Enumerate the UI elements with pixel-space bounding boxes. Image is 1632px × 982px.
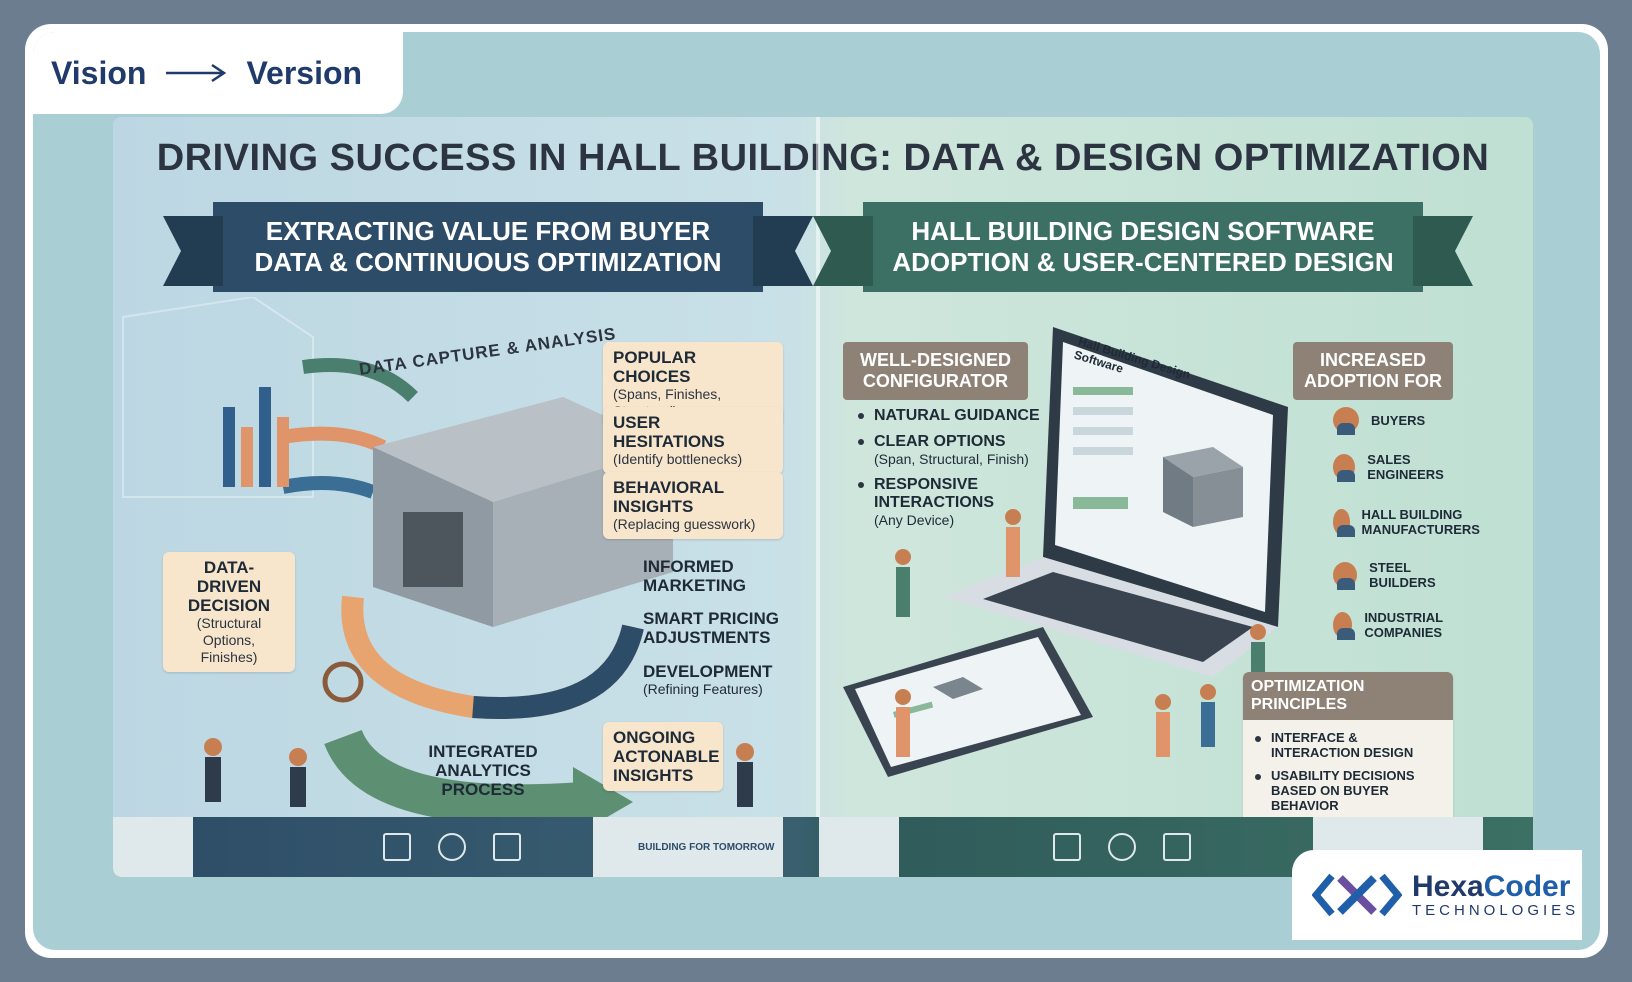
callout-title: POPULAR CHOICES [613,348,697,386]
bullet-item: INTERFACE & INTERACTION DESIGN [1255,730,1441,760]
bar-chart-icon [223,387,289,487]
canvas: Vision Version DRIVING SUCCESS IN HALL B… [33,32,1600,950]
person-icon [289,748,307,807]
analytics-arrow-head-icon [573,767,633,817]
right-ribbon-text: HALL BUILDING DESIGN SOFTWARE ADOPTION &… [892,216,1394,277]
optimization-principles-box: OPTIMIZATION PRINCIPLES INTERFACE & INTE… [1243,672,1453,829]
logo-name: HexaCoder [1412,869,1571,903]
building-icon [383,833,411,861]
callout-ongoing-insights: ONGOING ACTONABLE INSIGHTS [603,722,723,791]
left-illustration [122,297,754,817]
building-icon [1053,833,1081,861]
logo-subtitle: TECHNOLOGIES [1412,901,1580,919]
audience-manufacturers: HALL BUILDING MANUFACTURERS [1333,507,1503,537]
callout-user-hesitations: USER HESITATIONS (Identify bottlenecks) [603,407,783,474]
hall-building-icon [1163,447,1243,527]
bullet-item: CLEAR OPTIONS(Span, Structural, Finish) [858,433,1043,468]
person-icon [1200,684,1216,747]
callout-sub: (Structural Options, Finishes) [196,615,262,665]
callout-behavioral-insights: BEHAVIORAL INSIGHTS (Replacing guesswork… [603,472,783,539]
version-label: Version [246,54,363,91]
adoption-box: INCREASED ADOPTION FOR [1293,342,1453,400]
brain-icon [1108,833,1136,861]
configurator-bullets: NATURAL GUIDANCE CLEAR OPTIONS(Span, Str… [858,407,1043,537]
panel-divider [816,117,820,877]
integrated-analytics-label: INTEGRATED ANALYTICS PROCESS [428,742,538,799]
flow-arrow-icon [281,426,387,454]
person-icon [895,549,911,617]
outcome-title: INFORMED MARKETING [643,557,746,595]
callout-sub: (Replacing guesswork) [613,516,756,532]
audience-buyers: BUYERS [1333,407,1425,435]
document-icon [1163,833,1191,861]
outcome-informed-marketing: INFORMED MARKETING [643,557,793,595]
hexacoder-logo-icon [1312,873,1402,916]
people-illustration [895,509,1266,757]
person-icon [736,743,754,807]
brain-icon [438,833,466,861]
person-icon [1333,612,1356,640]
laptop-illustration [943,327,1288,677]
building-for-tomorrow-text: BUILDING FOR TOMORROW [638,842,775,853]
infographic-poster: DRIVING SUCCESS IN HALL BUILDING: DATA &… [113,117,1533,877]
bullet-item: NATURAL GUIDANCE [858,407,1043,425]
vision-label: Vision [51,54,147,91]
outcome-sub: (Refining Features) [643,681,763,697]
warehouse-outline-icon [122,297,314,498]
outcome-development: DEVELOPMENT (Refining Features) [643,662,793,698]
poster-title: DRIVING SUCCESS IN HALL BUILDING: DATA &… [156,137,1490,179]
person-icon [204,738,222,802]
person-icon [895,689,911,757]
vision-version-tag: Vision Version [33,32,403,114]
arrow-right-icon [166,63,227,83]
left-ribbon: EXTRACTING VALUE FROM BUYER DATA & CONTI… [163,202,813,292]
callout-title: USER HESITATIONS [613,413,725,451]
person-icon [1333,407,1359,435]
right-ribbon: HALL BUILDING DESIGN SOFTWARE ADOPTION &… [813,202,1473,292]
audience-sales-engineers: SALES ENGINEERS [1333,452,1473,482]
callout-title: BEHAVIORAL INSIGHTS [613,478,724,516]
callout-data-driven-decision: DATA-DRIVEN DECISION (Structural Options… [163,552,295,672]
left-ribbon-text: EXTRACTING VALUE FROM BUYER DATA & CONTI… [254,216,722,277]
bullet-item: RESPONSIVE INTERACTIONS(Any Device) [858,476,1043,529]
frame: Vision Version DRIVING SUCCESS IN HALL B… [25,24,1608,958]
hexacoder-logo: HexaCoder TECHNOLOGIES [1292,850,1582,940]
audience-steel-builders: STEEL BUILDERS [1333,560,1473,590]
analytics-cycle-icon [472,624,644,719]
callout-title: ONGOING ACTONABLE INSIGHTS [613,728,720,785]
flow-arrow-icon [302,358,418,403]
person-icon [1333,562,1358,590]
person-icon [1155,694,1171,757]
optimization-title: OPTIMIZATION PRINCIPLES [1243,672,1453,720]
configurator-box: WELL-DESIGNED CONFIGURATOR [843,342,1028,400]
bullet-item: USABILITY DECISIONS BASED ON BUYER BEHAV… [1255,768,1441,813]
callout-title: DATA-DRIVEN DECISION [187,558,271,615]
flow-arrow-icon [281,476,376,499]
document-icon [493,833,521,861]
person-icon [1333,509,1355,537]
person-icon [1005,509,1021,577]
magnifier-icon [322,661,364,703]
audience-industrial-companies: INDUSTRIAL COMPANIES [1333,610,1483,640]
outcome-smart-pricing: SMART PRICING ADJUSTMENTS [643,609,793,647]
person-icon [1333,454,1356,482]
outcome-title: SMART PRICING ADJUSTMENTS [643,609,779,647]
analytics-arrow-icon [324,728,585,817]
callout-sub: (Identify bottlenecks) [613,451,743,467]
outcome-title: DEVELOPMENT [643,662,773,681]
